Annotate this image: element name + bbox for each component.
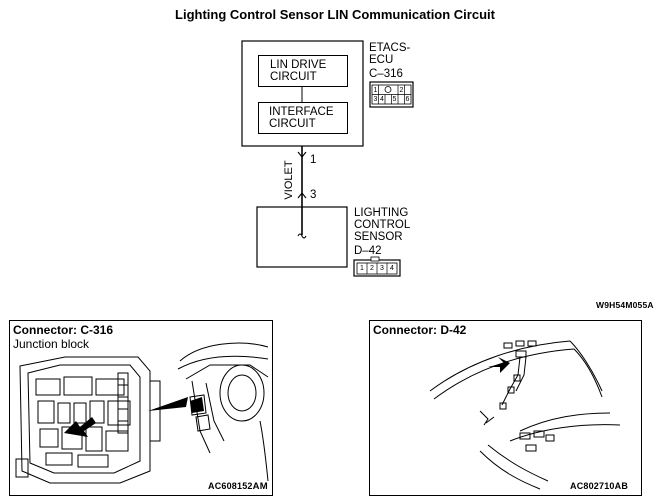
c316-pin-6: 6: [405, 96, 410, 103]
interface-label-line1: INTERFACE: [269, 106, 334, 118]
lin-drive-circuit-block: LIN DRIVE CIRCUIT: [258, 55, 348, 87]
c316-pin-5: 5: [392, 96, 397, 103]
terminal-3-mark: [297, 192, 307, 199]
sensor-name: LIGHTING CONTROL SENSOR: [354, 207, 411, 243]
panel-right-title: Connector: D-42: [373, 323, 467, 337]
d42-pin-3: 3: [380, 265, 384, 272]
lin-drive-label-line2: CIRCUIT: [270, 71, 317, 83]
c316-pin-4: 4: [380, 96, 384, 103]
c316-pin-3: 3: [373, 96, 378, 103]
sensor-outline: [256, 206, 348, 268]
c316-pin-1: 1: [373, 87, 378, 94]
interface-label-line2: CIRCUIT: [269, 118, 316, 130]
diagram-title: Lighting Control Sensor LIN Communicatio…: [175, 7, 495, 22]
lin-drive-label-line1: LIN DRIVE: [270, 59, 327, 71]
connector-d42-diagram: [353, 256, 401, 277]
sensor-connector-id: D–42: [354, 245, 382, 257]
ecu-name: ETACS- ECU: [369, 42, 411, 66]
windshield-illustration: [429, 340, 621, 490]
connector-c316-diagram: [369, 81, 414, 108]
connector-d42-panel: Connector: D-42: [369, 320, 642, 496]
wire-pin-top: 1: [310, 154, 317, 166]
panel-left-code: AC608152AM: [208, 481, 268, 492]
interface-circuit-block: INTERFACE CIRCUIT: [258, 102, 348, 134]
c316-pin-2: 2: [399, 87, 404, 94]
panel-left-subtitle: Junction block: [13, 337, 90, 351]
terminal-1-mark: [297, 151, 307, 158]
wire-pin-bottom: 3: [310, 189, 317, 201]
panel-right-code: AC802710AB: [570, 481, 629, 491]
connector-c316-panel: Connector: C-316 Junction block: [9, 320, 273, 496]
ecu-connector-id: C–316: [369, 68, 403, 80]
wire-color-label: VIOLET: [283, 160, 295, 200]
d42-pin-2: 2: [370, 265, 374, 272]
d42-pin-1: 1: [360, 265, 364, 272]
panel-left-title: Connector: C-316: [13, 323, 114, 337]
junction-block-illustration: [15, 342, 269, 484]
d42-pin-4: 4: [390, 265, 394, 272]
diagram-code: W9H54M055A: [596, 300, 654, 310]
